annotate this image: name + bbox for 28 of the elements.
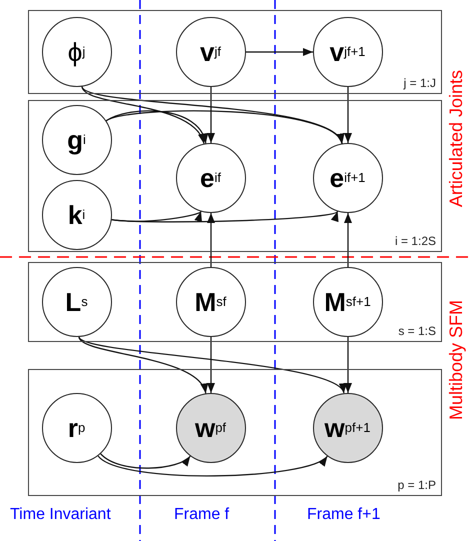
arrow <box>98 455 328 476</box>
arrow <box>207 337 215 393</box>
arrow <box>344 87 352 143</box>
plate-label: s = 1:S <box>398 324 436 338</box>
plate-label: p = 1:P <box>398 478 436 492</box>
column-label: Frame f+1 <box>307 506 380 524</box>
plate-box <box>28 10 442 94</box>
arrow <box>78 336 344 394</box>
arrow <box>106 110 342 144</box>
arrow <box>78 336 206 394</box>
column-label: Time Invariant <box>10 506 111 524</box>
plate-box <box>28 100 442 252</box>
section-label: Articulated Joints <box>446 70 467 208</box>
arrow <box>100 453 191 469</box>
plate-label: i = 1:2S <box>394 234 436 248</box>
plate-label: j = 1:J <box>404 76 436 90</box>
arrow <box>207 87 215 143</box>
plate-box <box>28 369 442 496</box>
arrow <box>344 213 352 267</box>
plate-box <box>28 262 442 342</box>
arrow <box>82 86 343 144</box>
arrow <box>112 210 338 222</box>
arrow <box>246 48 313 56</box>
column-label: Frame f <box>174 506 230 524</box>
arrow <box>81 86 205 144</box>
arrow <box>344 337 352 393</box>
section-label: Multibody SFM <box>446 300 467 420</box>
arrow <box>207 213 215 267</box>
